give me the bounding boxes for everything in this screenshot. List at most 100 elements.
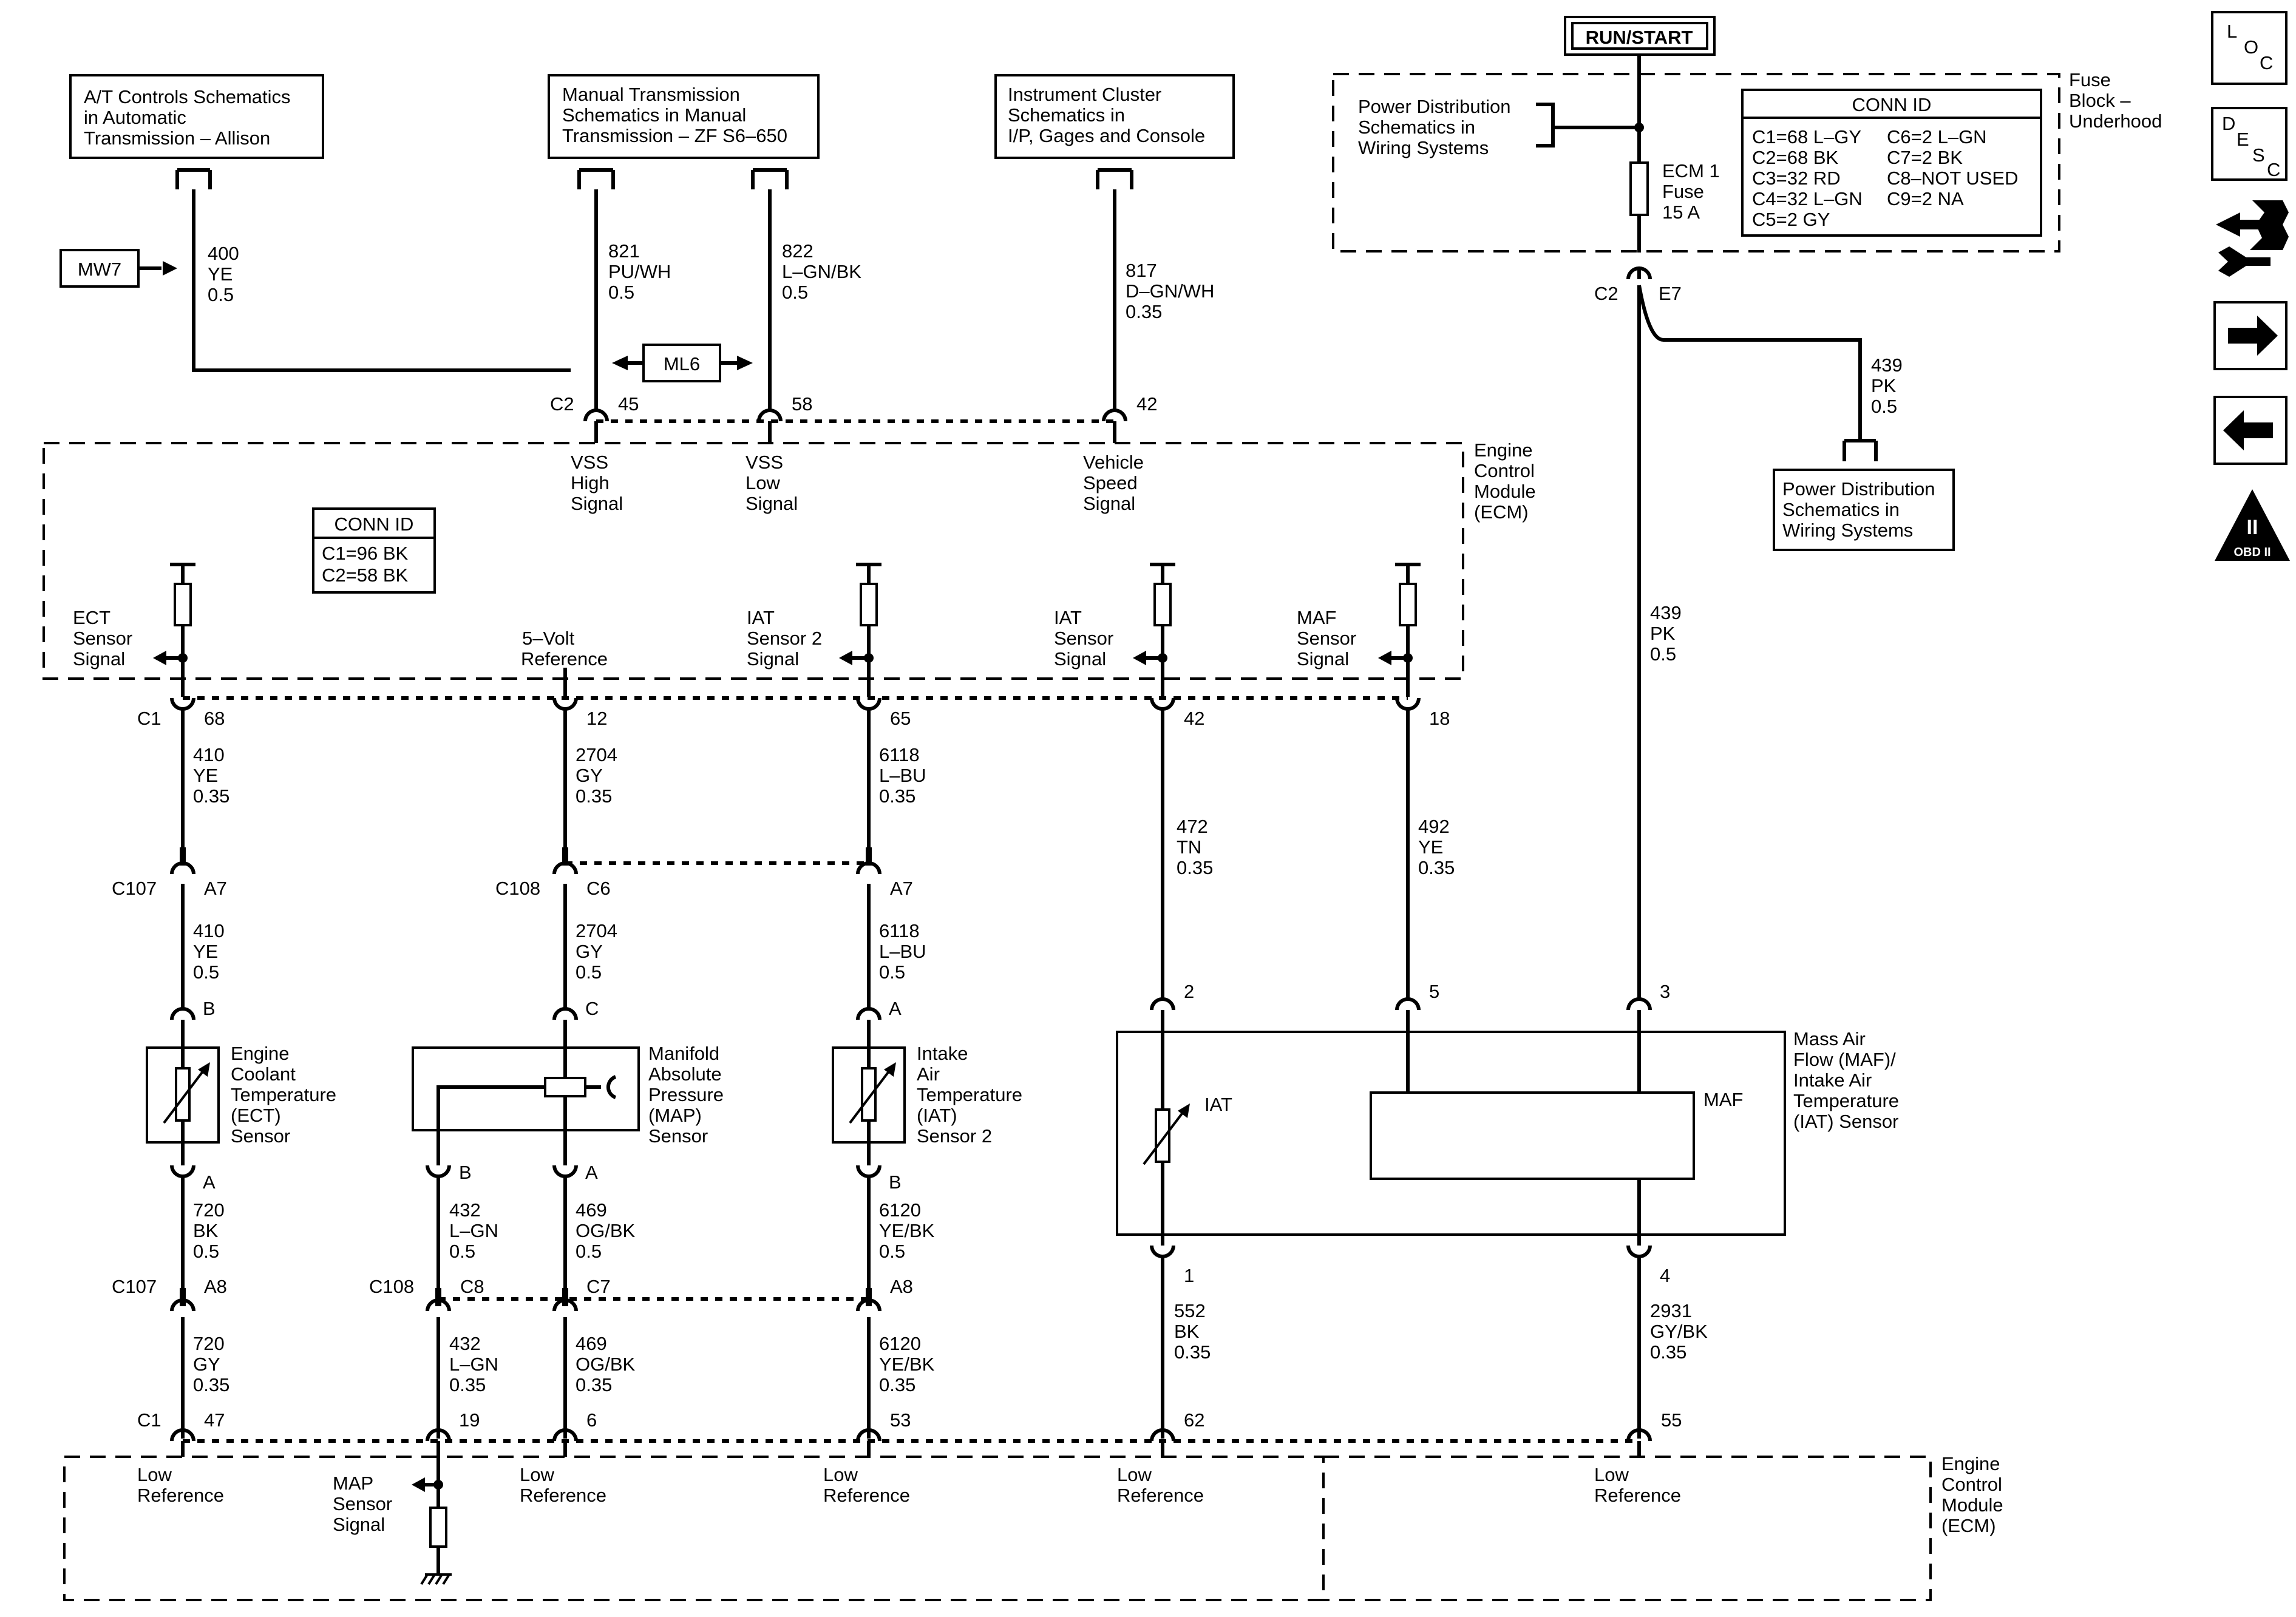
svg-text:GY/BK: GY/BK	[1650, 1321, 1708, 1342]
svg-text:Sensor 2: Sensor 2	[917, 1125, 992, 1147]
svg-text:Signal: Signal	[1083, 493, 1135, 514]
svg-text:58: 58	[792, 393, 812, 415]
svg-text:C1=96 BK: C1=96 BK	[322, 543, 409, 564]
svg-text:C: C	[2260, 52, 2273, 73]
svg-text:Manifold: Manifold	[648, 1043, 719, 1064]
svg-text:439: 439	[1650, 602, 1682, 623]
svg-text:ECM 1: ECM 1	[1662, 160, 1720, 181]
svg-text:A8: A8	[890, 1276, 913, 1297]
vehicle-speed-signal-label: Vehicle Speed Signal	[1083, 452, 1144, 514]
svg-text:Reference: Reference	[1594, 1485, 1681, 1506]
iat-sensor-2: Intake Air Temperature (IAT) Sensor 2	[832, 1020, 1022, 1165]
run-start-label: RUN/START	[1564, 16, 1716, 56]
wire-400-label: 400 YE 0.5	[208, 243, 239, 305]
connector-tool-icon[interactable]	[2216, 200, 2289, 277]
svg-text:0.35: 0.35	[1174, 1341, 1211, 1363]
svg-text:E: E	[2237, 129, 2249, 150]
desc-icon[interactable]: D E S C	[2211, 107, 2288, 181]
svg-text:Signal: Signal	[333, 1514, 385, 1535]
five-volt-reference: 5–Volt Reference	[521, 628, 608, 697]
svg-text:Signal: Signal	[747, 648, 799, 670]
svg-text:C3=32 RD: C3=32 RD	[1752, 168, 1841, 189]
ecm-c1-connector: C1 68 12 65 42 18	[137, 696, 1450, 729]
svg-text:0.35: 0.35	[193, 1374, 229, 1395]
svg-text:D: D	[2222, 113, 2235, 134]
svg-text:469: 469	[576, 1333, 607, 1354]
svg-text:IAT: IAT	[747, 607, 775, 628]
prev-page-icon[interactable]	[2213, 396, 2288, 465]
svg-text:GY: GY	[576, 765, 603, 786]
loc-icon[interactable]: L O C	[2211, 11, 2288, 85]
svg-text:0.5: 0.5	[193, 961, 219, 983]
svg-text:Wiring Systems: Wiring Systems	[1358, 137, 1489, 158]
sensor-top-connectors: B C A 2 5 3	[170, 981, 1670, 1020]
wire-439-branch	[1637, 285, 1862, 441]
svg-text:A7: A7	[890, 878, 913, 899]
svg-text:MAF: MAF	[1297, 607, 1336, 628]
svg-text:6120: 6120	[879, 1333, 921, 1354]
svg-text:MAP: MAP	[333, 1473, 373, 1494]
svg-text:0.5: 0.5	[193, 1241, 219, 1262]
svg-text:6118: 6118	[879, 744, 920, 765]
svg-text:in Automatic: in Automatic	[84, 107, 186, 128]
svg-text:VSS: VSS	[571, 452, 608, 473]
vss-low-signal-label: VSS Low Signal	[746, 452, 798, 514]
svg-text:Signal: Signal	[571, 493, 623, 514]
svg-text:Signal: Signal	[1297, 648, 1349, 670]
svg-text:Absolute: Absolute	[648, 1063, 722, 1085]
svg-text:C1=68 L–GY: C1=68 L–GY	[1752, 126, 1861, 147]
svg-text:L–GN/BK: L–GN/BK	[782, 261, 861, 282]
wire-439-label-b: 439 PK 0.5	[1650, 602, 1682, 665]
mw7-tag: MW7	[59, 249, 177, 288]
next-page-icon[interactable]	[2213, 301, 2288, 370]
ecm-top: Engine Control Module (ECM)	[42, 439, 1536, 680]
svg-text:2704: 2704	[576, 920, 617, 941]
at-controls-ref: A/T Controls Schematics in Automatic Tra…	[69, 74, 571, 372]
ecm-c2-connector: C2 45 58 42	[550, 393, 1157, 443]
svg-text:720: 720	[193, 1199, 225, 1221]
svg-text:2704: 2704	[576, 744, 617, 765]
svg-text:(ECM): (ECM)	[1474, 501, 1529, 523]
svg-text:A: A	[585, 1162, 598, 1183]
svg-text:Signal: Signal	[1054, 648, 1106, 670]
svg-text:C4=32 L–GN: C4=32 L–GN	[1752, 188, 1863, 209]
svg-text:PK: PK	[1650, 623, 1676, 644]
vss-high-signal-label: VSS High Signal	[571, 452, 623, 514]
svg-text:Intake Air: Intake Air	[1793, 1070, 1872, 1091]
svg-text:0.5: 0.5	[1871, 396, 1897, 417]
svg-text:0.5: 0.5	[608, 282, 634, 303]
svg-text:Low: Low	[823, 1464, 858, 1485]
svg-text:ECT: ECT	[73, 607, 110, 628]
map-sensor: Manifold Absolute Pressure (MAP) Sensor	[412, 1020, 724, 1165]
wire-822-label: 822 L–GN/BK 0.5	[782, 240, 861, 303]
svg-text:42: 42	[1184, 708, 1204, 729]
svg-text:0.35: 0.35	[1418, 857, 1455, 878]
svg-text:O: O	[2244, 36, 2258, 58]
svg-text:YE: YE	[1418, 836, 1443, 858]
svg-text:(ECM): (ECM)	[1941, 1515, 1996, 1536]
svg-text:5–Volt: 5–Volt	[522, 628, 575, 649]
svg-text:C7: C7	[586, 1276, 611, 1297]
svg-text:Engine: Engine	[231, 1043, 290, 1064]
svg-text:C2: C2	[1594, 283, 1618, 304]
ect-sensor: Engine Coolant Temperature (ECT) Sensor	[146, 1020, 336, 1165]
svg-text:2931: 2931	[1650, 1300, 1692, 1321]
svg-text:Sensor: Sensor	[333, 1493, 392, 1514]
svg-text:Module: Module	[1474, 481, 1536, 502]
svg-text:12: 12	[586, 708, 607, 729]
svg-text:0.5: 0.5	[1650, 643, 1676, 665]
svg-text:Module: Module	[1941, 1494, 2003, 1516]
svg-text:432: 432	[449, 1333, 481, 1354]
svg-text:IAT: IAT	[1054, 607, 1082, 628]
c107-c108-upper-connector: C107 A7 C108 C6 A7	[112, 847, 913, 899]
manual-trans-ref: Manual Transmission Schematics in Manual…	[548, 74, 820, 410]
